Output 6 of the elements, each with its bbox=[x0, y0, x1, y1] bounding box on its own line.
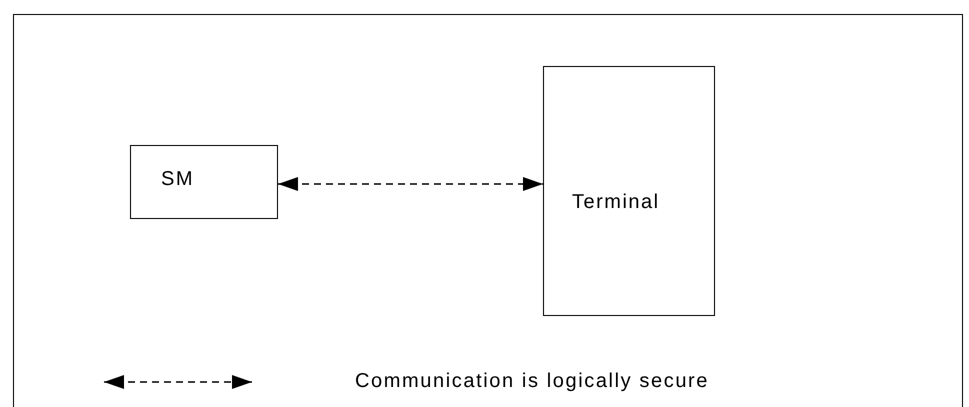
arrow bbox=[278, 177, 543, 191]
node-label: SM bbox=[161, 168, 194, 192]
node-label: Terminal bbox=[572, 191, 660, 215]
process-box bbox=[543, 66, 715, 316]
process-box bbox=[130, 145, 278, 219]
legend-text: Communication is logically secure bbox=[355, 370, 710, 393]
